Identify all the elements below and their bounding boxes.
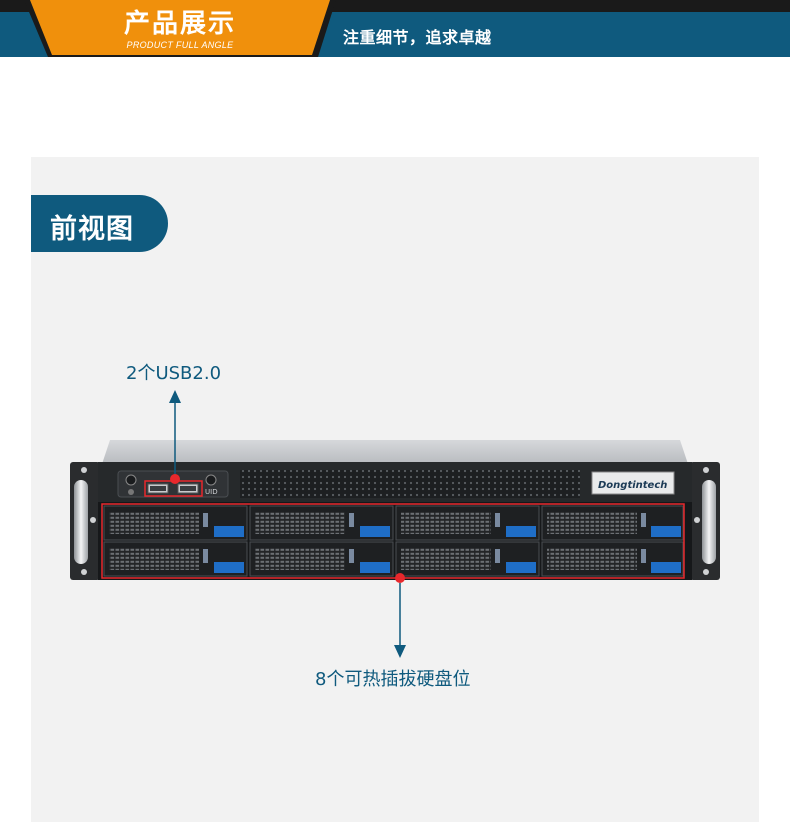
banner-title: 产品展示 [123,9,236,39]
usb-callout-label: 2个USB2.0 [126,363,222,384]
front-view-panel [31,157,759,822]
banner-title-badge [24,0,336,57]
bays-callout-label: 8个可热插拔硬盘位 [315,669,471,690]
section-title: 前视图 [50,214,134,245]
banner-tagline: 注重细节，追求卓越 [343,28,492,47]
section-tab [31,195,168,252]
banner-subtitle: PRODUCT FULL ANGLE [126,40,234,50]
